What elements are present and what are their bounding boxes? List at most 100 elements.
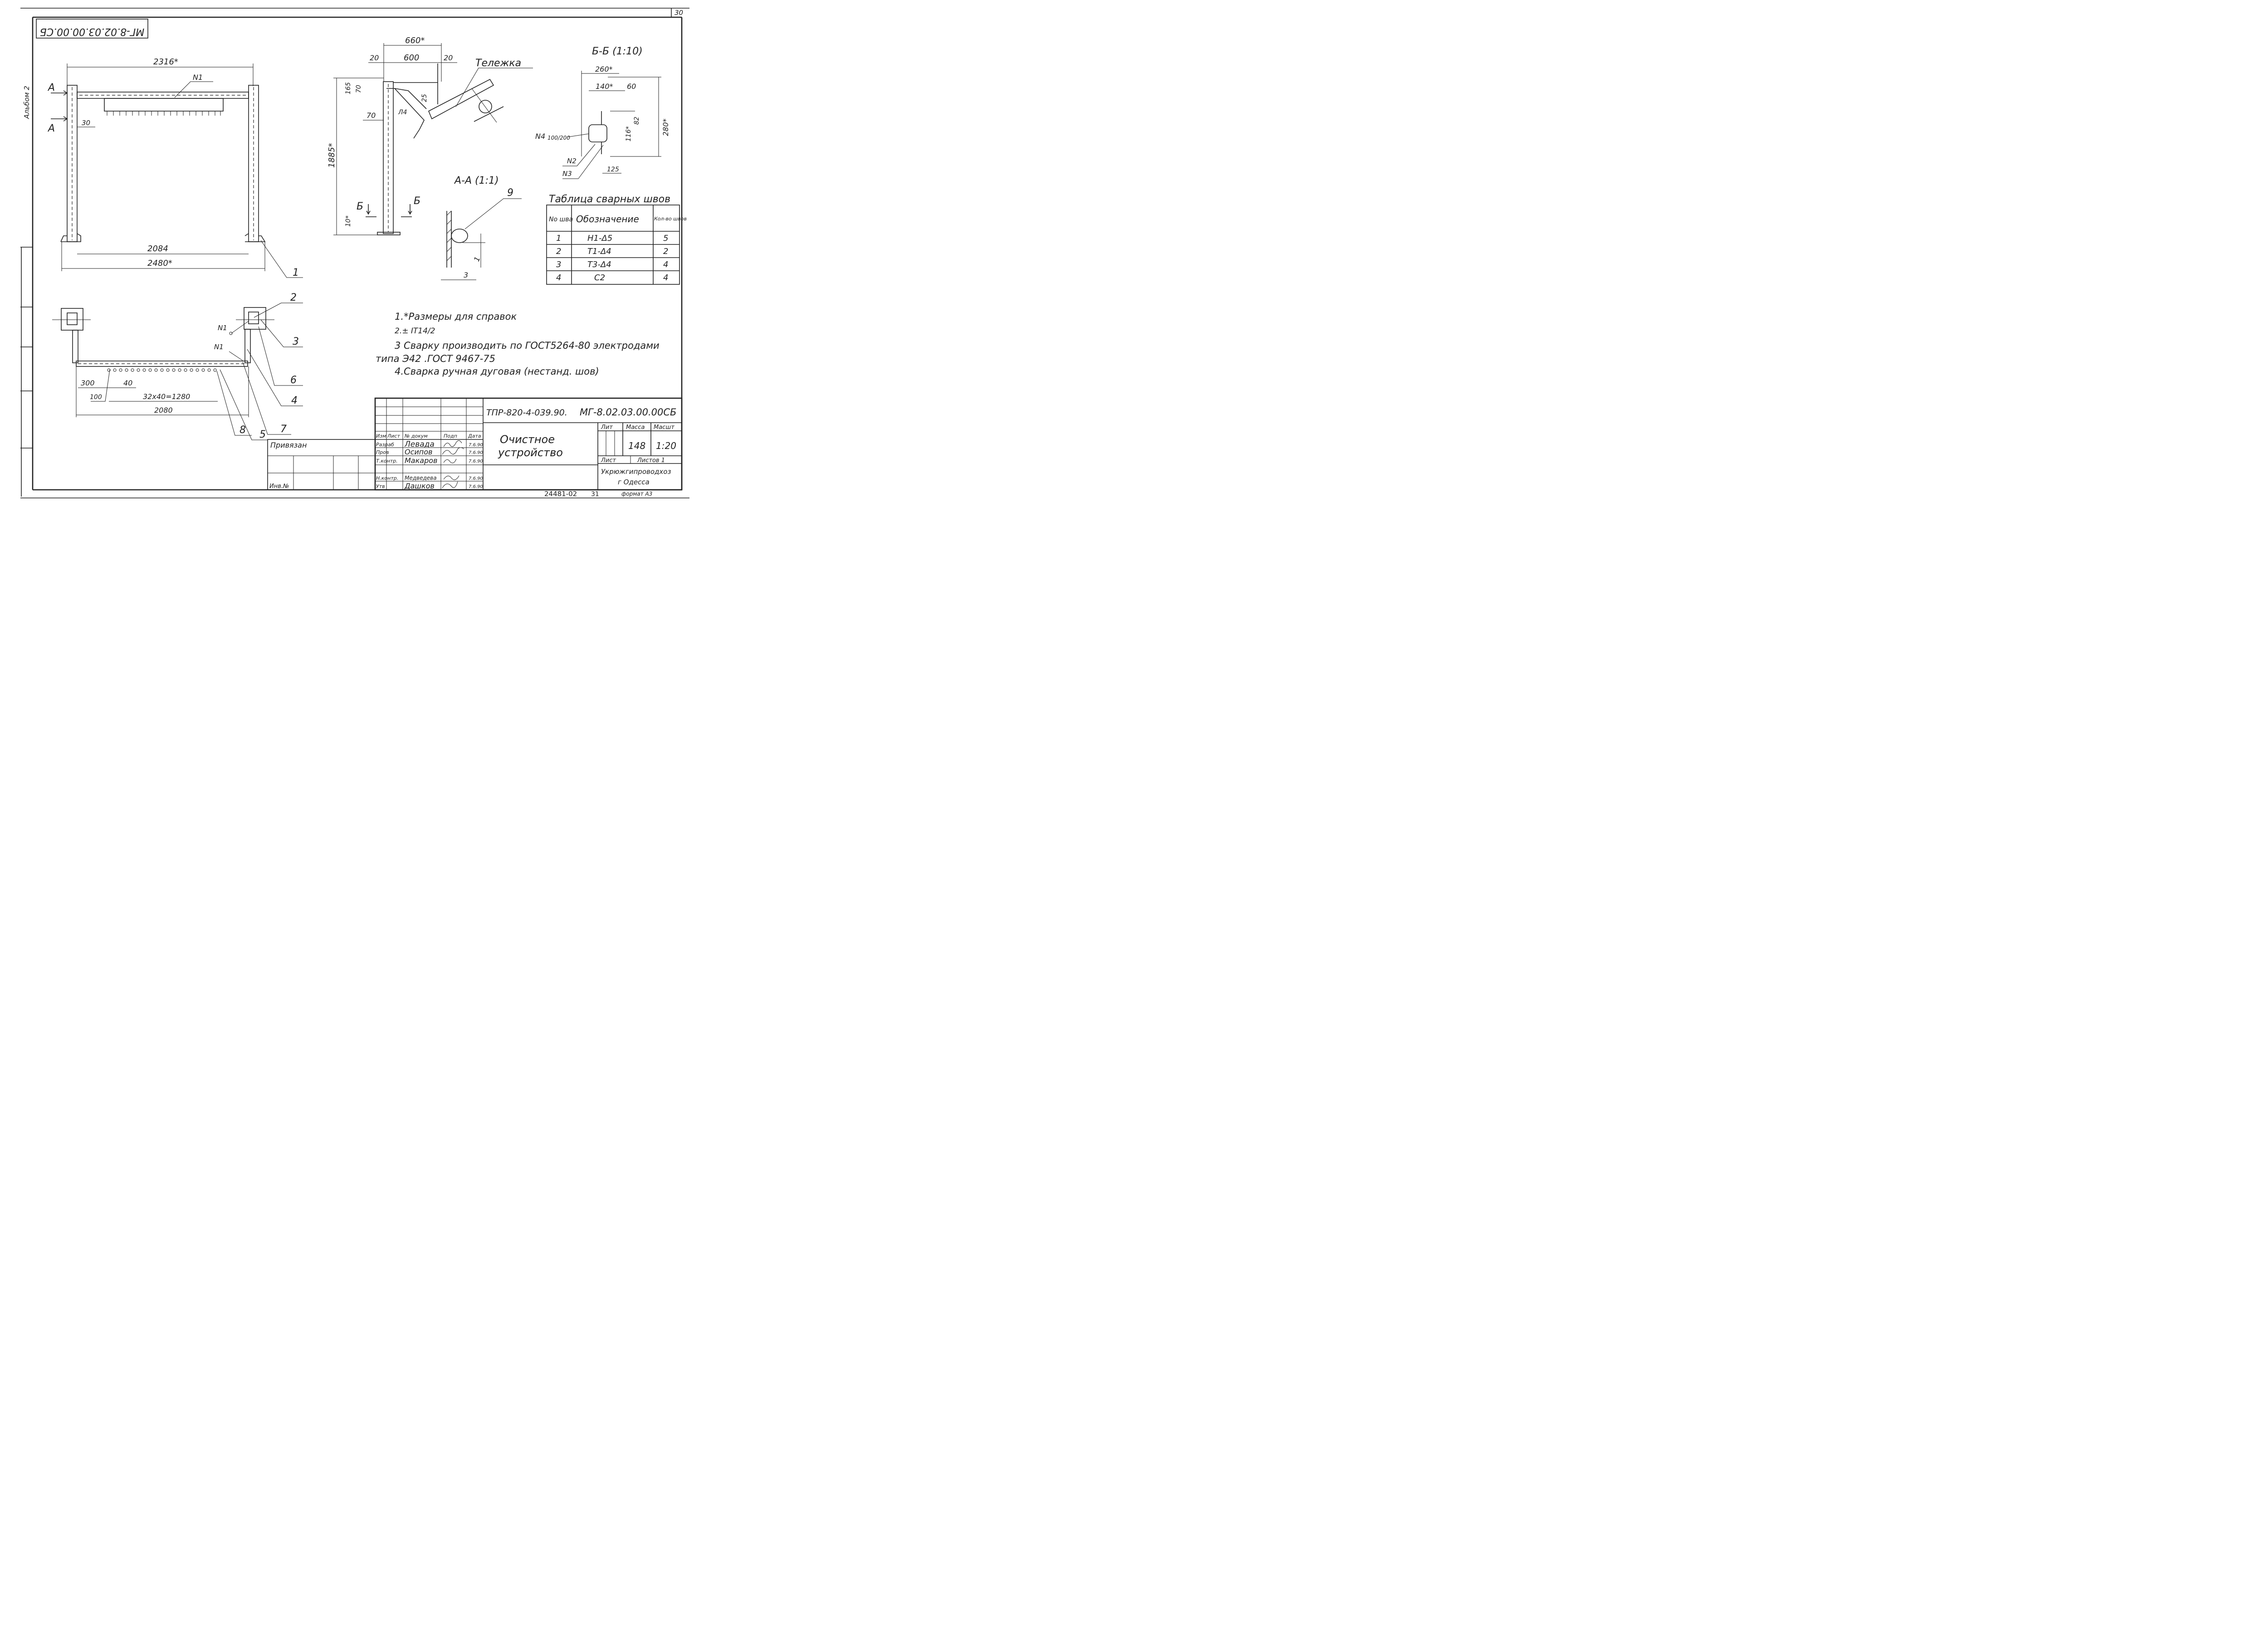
col-data: Дата bbox=[468, 433, 481, 439]
lit-label: Лит bbox=[601, 424, 613, 431]
dim-280: 280* bbox=[661, 118, 670, 136]
role-prov: Пров bbox=[376, 449, 389, 455]
weld-row-3-no: 3 bbox=[556, 260, 561, 269]
col-doc: № докум bbox=[404, 433, 428, 439]
date-utv: 7.6.90 bbox=[469, 484, 483, 489]
side-view: 660* 600 20 20 Тележка 1885* 165 70 25 7… bbox=[327, 36, 533, 235]
dim-260: 260* bbox=[595, 65, 613, 73]
dim-2080: 2080 bbox=[154, 406, 173, 415]
weld-row-4-no: 4 bbox=[556, 273, 561, 283]
note-3b: типа Э42 .ГОСТ 9467-75 bbox=[376, 353, 495, 364]
label-n4-frac: 100/200 bbox=[547, 135, 570, 141]
label-n4: N4 bbox=[535, 132, 545, 141]
dim-70a: 70 bbox=[355, 85, 362, 93]
dim-1280: 32х40=1280 bbox=[143, 392, 190, 401]
dim-165: 165 bbox=[345, 82, 352, 94]
title-block: Привязан Инв.№ Изм Лист № докум Подп Дат… bbox=[267, 397, 683, 491]
part-n1: N1 bbox=[193, 73, 203, 82]
name-nkontr: Медведева bbox=[405, 475, 437, 481]
dim-40: 40 bbox=[123, 379, 132, 387]
page-number: 30 bbox=[675, 9, 683, 17]
dim-1885: 1885* bbox=[327, 143, 337, 168]
weld-row-1-cnt: 5 bbox=[663, 234, 668, 243]
dim-2084: 2084 bbox=[147, 244, 168, 254]
dim-140: 140* bbox=[596, 82, 613, 91]
callout-2: 2 bbox=[290, 292, 297, 303]
weld-header-no: No шва bbox=[549, 216, 573, 223]
date-razrab: 7.6.90 bbox=[469, 443, 483, 448]
section-aa-title: А-А (1:1) bbox=[454, 175, 499, 186]
dim-3: 3 bbox=[464, 271, 468, 279]
rotated-stamp: МГ-8.02.03.00.00.СБ bbox=[36, 19, 148, 39]
note-4: 4.Сварка ручная дуговая (нестанд. шов) bbox=[395, 366, 599, 377]
dim-116: 116* bbox=[625, 126, 632, 141]
role-tkontr: Т.контр. bbox=[376, 458, 398, 464]
org-line2: г Одесса bbox=[618, 478, 650, 486]
weld-l4: Л4 bbox=[398, 109, 407, 116]
dim-82: 82 bbox=[633, 117, 640, 125]
callout-1: 1 bbox=[293, 267, 299, 278]
dim-60: 60 bbox=[627, 82, 636, 91]
dim-10: 10* bbox=[345, 215, 352, 227]
weld-row-4-cnt: 4 bbox=[663, 273, 668, 283]
weld-table: Таблица сварных швов No шва Обозначение … bbox=[546, 194, 687, 285]
trolley-label: Тележка bbox=[475, 58, 521, 69]
role-razrab: Разраб bbox=[376, 442, 394, 448]
callout-5: 5 bbox=[259, 429, 266, 440]
dim-2316: 2316* bbox=[153, 57, 178, 67]
album-label: Альбом 2 bbox=[23, 86, 31, 119]
front-view: 2316* А А 30 N1 2084 2480* 1 bbox=[47, 57, 303, 278]
mass-value: 148 bbox=[628, 440, 645, 451]
note-2: 2.± IT14/2 bbox=[395, 327, 435, 336]
section-aa: А-А (1:1) 9 1 3 bbox=[441, 175, 522, 280]
weld-table-title: Таблица сварных швов bbox=[549, 194, 670, 205]
plan-view: 300 40 100 32х40=1280 2080 N1 N1 2 3 6 4… bbox=[52, 292, 303, 440]
dim-600: 600 bbox=[404, 53, 419, 63]
callout-8: 8 bbox=[240, 424, 246, 436]
name-utv: Дашков bbox=[404, 482, 435, 490]
dim-125: 125 bbox=[607, 166, 619, 173]
dim-70b: 70 bbox=[367, 111, 376, 120]
section-bb-title: Б-Б (1:10) bbox=[592, 46, 643, 57]
col-list: Лист bbox=[387, 433, 400, 439]
section-mark-a-bottom: А bbox=[47, 123, 55, 134]
callout-4: 4 bbox=[291, 395, 298, 406]
inv-label: Инв.№ bbox=[269, 483, 289, 490]
date-nkontr: 7.6.90 bbox=[469, 476, 483, 481]
note-3: 3 Сварку производить по ГОСТ5264-80 элек… bbox=[395, 340, 660, 351]
note-1: 1.*Размеры для справок bbox=[395, 311, 517, 322]
date-tkontr: 7.6.90 bbox=[469, 459, 483, 464]
dim-30: 30 bbox=[82, 119, 90, 127]
dim-660: 660* bbox=[405, 36, 425, 45]
dim-100: 100 bbox=[90, 394, 102, 401]
org-line1: Укрюжгипроводхоз bbox=[601, 468, 671, 476]
section-mark-b-left: Б bbox=[357, 201, 363, 212]
role-nkontr: Н.контр. bbox=[376, 475, 398, 481]
drawing-canvas: 30 Альбом 2 МГ-8.02.03.00.00.СБ 2316* А … bbox=[20, 8, 689, 498]
section-bb: Б-Б (1:10) 260* 140* 60 82 116* 280* 125… bbox=[535, 46, 670, 179]
callout-6: 6 bbox=[290, 375, 297, 386]
bottom-page: 31 bbox=[591, 491, 599, 498]
notes: 1.*Размеры для справок 2.± IT14/2 3 Свар… bbox=[376, 311, 660, 377]
weld-row-1-des: Н1-Δ5 bbox=[587, 234, 612, 243]
dim-25: 25 bbox=[421, 94, 428, 102]
sheet-label: Лист bbox=[601, 457, 616, 464]
section-mark-a-top: А bbox=[47, 82, 55, 93]
weld-header-count: Кол-во швов bbox=[654, 216, 687, 222]
weld-row-2-des: Т1-Δ4 bbox=[587, 247, 611, 256]
doc-code-right: МГ-8.02.03.00.00СБ bbox=[580, 407, 676, 418]
weld-row-3-des: Т3-Δ4 bbox=[587, 260, 611, 269]
weld-row-2-no: 2 bbox=[556, 247, 561, 256]
sheets-label: Листов 1 bbox=[637, 457, 665, 464]
weld-row-3-cnt: 4 bbox=[663, 260, 668, 269]
name-prov: Осипов bbox=[405, 448, 432, 456]
label-n2: N2 bbox=[567, 157, 577, 165]
format-label: формат А3 bbox=[621, 491, 652, 497]
dim-2480: 2480* bbox=[147, 259, 172, 268]
bottom-number: 24481-02 bbox=[544, 490, 577, 498]
name-tkontr: Макаров bbox=[405, 456, 437, 465]
name-razrab: Левада bbox=[404, 440, 435, 449]
dim-300: 300 bbox=[81, 379, 95, 387]
col-izm: Изм bbox=[376, 433, 386, 439]
weld-header-designation: Обозначение bbox=[576, 214, 639, 224]
